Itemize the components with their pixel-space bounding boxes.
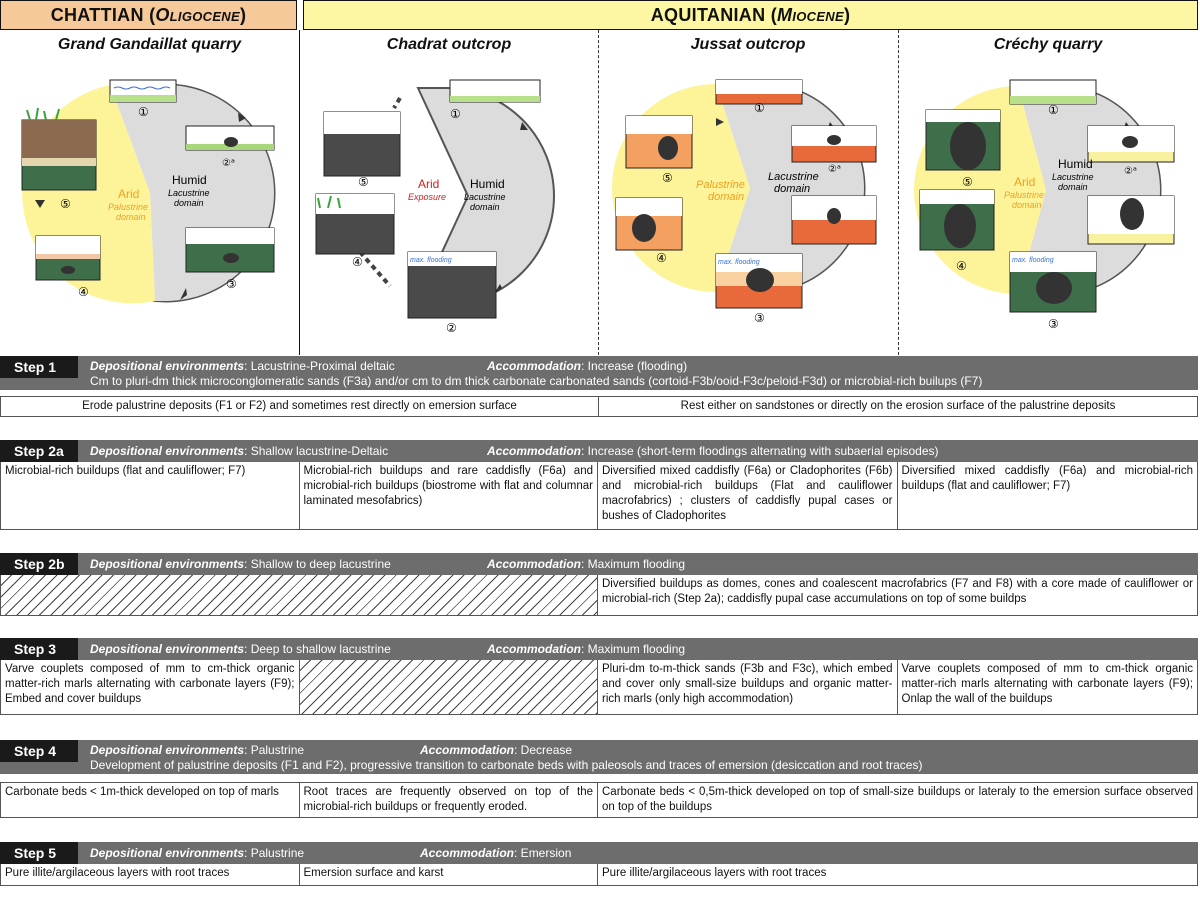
svg-text:Palustrine: Palustrine — [696, 179, 745, 191]
step-1-bar: Step 1 Depositional environments: Lacust… — [0, 356, 1198, 390]
svg-text:max. flooding: max. flooding — [718, 259, 760, 266]
oligocene-label: Oligocene — [155, 4, 240, 25]
svg-text:Exposure: Exposure — [408, 192, 446, 202]
svg-text:Lacustrine: Lacustrine — [168, 188, 210, 198]
cycle-diagram-chadrat: max. flooding Arid Exposure Humid Lacust… — [315, 79, 555, 335]
step-2a-cell-4: Diversified mixed caddisfly (F6a) and mi… — [901, 465, 1194, 492]
svg-text:domain: domain — [470, 202, 500, 212]
step-3-label: Step 3 — [0, 638, 78, 660]
svg-text:①: ① — [450, 107, 461, 121]
svg-text:②ᵃ: ②ᵃ — [828, 164, 841, 175]
svg-text:Humid: Humid — [172, 173, 207, 187]
svg-text:⑤: ⑤ — [358, 175, 369, 189]
svg-text:Lacustrine: Lacustrine — [1052, 172, 1094, 182]
step-4-cell-1: Carbonate beds < 1m-thick developed on t… — [1, 783, 300, 817]
aquitanian-title: AQUITANIAN — [650, 4, 766, 25]
step-4-label: Step 4 — [0, 740, 78, 762]
svg-text:domain: domain — [174, 198, 204, 208]
svg-text:④: ④ — [78, 285, 89, 299]
step-2a-label: Step 2a — [0, 440, 78, 462]
step-5-cell-1: Pure illite/argilaceous layers with root… — [1, 864, 300, 885]
period-divider — [299, 30, 300, 355]
svg-text:⑤: ⑤ — [662, 171, 673, 185]
svg-text:Lacustrine: Lacustrine — [464, 192, 506, 202]
cycle-diagram-crechy: max. flooding Arid Palustrine domain Hum… — [914, 79, 1175, 331]
locality-grand-gandaillat: Grand Gandaillat quarry — [57, 36, 242, 53]
step-4-row: Carbonate beds < 1m-thick developed on t… — [0, 782, 1198, 818]
step-2a-cell-3: Diversified mixed caddisfly (F6a) or Cla… — [598, 462, 898, 529]
step-2b-label: Step 2b — [0, 553, 78, 575]
step-2b-cell: Diversified buildups as domes, cones and… — [602, 578, 1193, 605]
step-4-description: Development of palustrine deposits (F1 a… — [90, 758, 923, 772]
svg-text:③: ③ — [754, 311, 765, 325]
step-5-cell-2: Emersion surface and karst — [300, 864, 598, 885]
aquitanian-header: AQUITANIAN (Miocene) — [303, 0, 1198, 30]
svg-text:Humid: Humid — [470, 177, 505, 191]
step-4-bar: Step 4 Depositional environments: Palust… — [0, 740, 1198, 774]
locality-jussat: Jussat outcrop — [690, 36, 806, 53]
step-2b-row: Diversified buildups as domes, cones and… — [0, 575, 1198, 616]
step-1-label: Step 1 — [0, 356, 78, 378]
svg-text:Palustrine: Palustrine — [1004, 190, 1044, 200]
step-2b-hatched-cell — [1, 575, 598, 615]
step-1-chattian-cell: Erode palustrine deposits (F1 or F2) and… — [1, 397, 599, 416]
step-2b-bar: Step 2b Depositional environments: Shall… — [0, 553, 1198, 575]
step-3-cell-1: Varve couplets composed of mm to cm-thic… — [1, 660, 300, 714]
svg-text:domain: domain — [1058, 182, 1088, 192]
svg-text:Arid: Arid — [418, 177, 439, 191]
locality-crechy: Créchy quarry — [993, 36, 1103, 53]
step-5-cell-3: Pure illite/argilaceous layers with root… — [602, 867, 827, 879]
svg-text:②: ② — [446, 321, 457, 335]
step-4-cell-3: Carbonate beds < 0,5m-thick developed on… — [602, 786, 1193, 813]
step-2a-bar: Step 2a Depositional environments: Shall… — [0, 440, 1198, 462]
svg-text:domain: domain — [1012, 200, 1042, 210]
svg-text:domain: domain — [708, 191, 744, 203]
step-3-bar: Step 3 Depositional environments: Deep t… — [0, 638, 1198, 660]
step-1-description: Cm to pluri-dm thick microconglomeratic … — [90, 374, 983, 388]
svg-text:②ᵃ: ②ᵃ — [222, 158, 235, 169]
svg-text:max. flooding: max. flooding — [410, 257, 452, 264]
step-1-aquitanian-cell: Rest either on sandstones or directly on… — [680, 400, 1116, 412]
svg-text:Arid: Arid — [1014, 175, 1035, 189]
locality-divider-1 — [598, 30, 599, 355]
step-5-label: Step 5 — [0, 842, 78, 864]
svg-text:①: ① — [138, 105, 149, 119]
locality-divider-2 — [898, 30, 899, 355]
locality-chadrat: Chadrat outcrop — [386, 36, 512, 53]
svg-text:Lacustrine: Lacustrine — [768, 171, 819, 183]
cycle-diagram-jussat: max. flooding Palustrine domain Lacustri… — [612, 79, 877, 325]
miocene-label: Miocene — [777, 4, 844, 25]
svg-text:①: ① — [1048, 103, 1059, 117]
step-3-hatched-cell — [299, 660, 598, 714]
step-5-bar: Step 5 Depositional environments: Palust… — [0, 842, 1198, 864]
svg-text:③: ③ — [1048, 317, 1059, 331]
svg-text:⑤: ⑤ — [962, 175, 973, 189]
step-4-cell-2: Root traces are frequently observed on t… — [300, 783, 598, 817]
chattian-header: CHATTIAN (Oligocene) — [0, 0, 297, 30]
svg-text:①: ① — [754, 101, 765, 115]
svg-text:④: ④ — [956, 259, 967, 273]
step-3-cell-3: Pluri-dm to-m-thick sands (F3b and F3c),… — [598, 660, 898, 714]
svg-text:domain: domain — [774, 183, 810, 195]
cycle-diagram-grand-gandaillat: Arid Palustrine domain Humid Lacustrine … — [21, 79, 276, 304]
chattian-title: CHATTIAN — [50, 4, 144, 25]
svg-text:max. flooding: max. flooding — [1012, 257, 1054, 264]
svg-text:②ᵃ: ②ᵃ — [1124, 166, 1137, 177]
svg-text:④: ④ — [352, 255, 363, 269]
arid-label: Arid — [118, 187, 139, 201]
step-2a-row: Microbial-rich buildups (flat and caulif… — [0, 462, 1198, 530]
step-1-row: Erode palustrine deposits (F1 or F2) and… — [0, 396, 1198, 417]
step-3-cell-4: Varve couplets composed of mm to cm-thic… — [901, 663, 1194, 705]
step-2a-cell-2: Microbial-rich buildups and rare caddisf… — [300, 462, 598, 529]
step-2a-cell-1: Microbial-rich buildups (flat and caulif… — [1, 462, 300, 529]
step-5-row: Pure illite/argilaceous layers with root… — [0, 864, 1198, 886]
step-3-row: Varve couplets composed of mm to cm-thic… — [0, 660, 1198, 715]
svg-text:⑤: ⑤ — [60, 197, 71, 211]
svg-text:④: ④ — [656, 251, 667, 265]
svg-text:③: ③ — [226, 277, 237, 291]
svg-text:Palustrine: Palustrine — [108, 202, 148, 212]
svg-text:domain: domain — [116, 212, 146, 222]
svg-text:Humid: Humid — [1058, 157, 1093, 171]
